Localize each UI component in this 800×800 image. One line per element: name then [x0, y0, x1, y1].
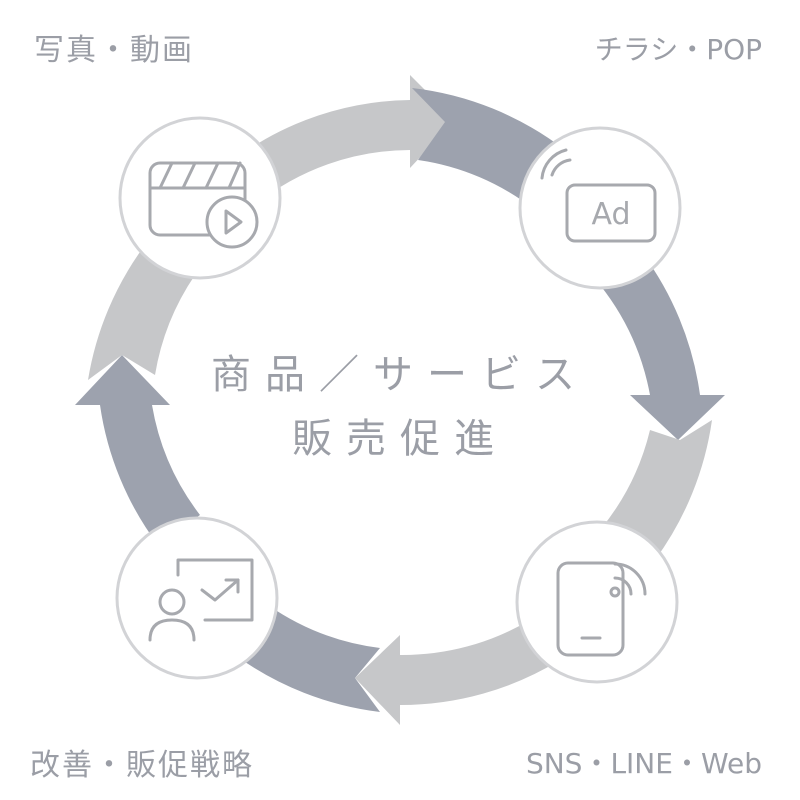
- label-sns-line-web: SNS・LINE・Web: [525, 747, 762, 780]
- ad-label: Ad: [591, 197, 630, 232]
- label-photo-video: 写真・動画: [34, 33, 194, 68]
- user-presentation-icon: [148, 558, 254, 642]
- arrow-lefttop-light: [88, 245, 195, 380]
- node-improvement-strategy: [115, 516, 279, 680]
- arrow-bottom-light: [355, 620, 560, 725]
- ad-broadcast-icon: [540, 148, 657, 243]
- video-clapperboard-icon: [148, 161, 259, 249]
- arrow-bottomleft-dark: [235, 605, 380, 712]
- arrow-right-dark: [600, 250, 725, 440]
- arrow-left-dark: [75, 355, 200, 545]
- center-title-line2: 販売促進: [292, 416, 508, 462]
- center-title-line1: 商品／サービス: [211, 352, 589, 398]
- arrow-rightbottom-light: [600, 420, 712, 560]
- node-photo-video: [118, 116, 282, 280]
- label-flyer-pop: チラシ・POP: [594, 33, 762, 66]
- smartphone-wireless-icon: [556, 561, 647, 657]
- label-improvement-strategy: 改善・販促戦略: [30, 748, 254, 783]
- node-sns-line-web: [515, 520, 679, 684]
- node-flyer-pop: Ad: [518, 126, 682, 290]
